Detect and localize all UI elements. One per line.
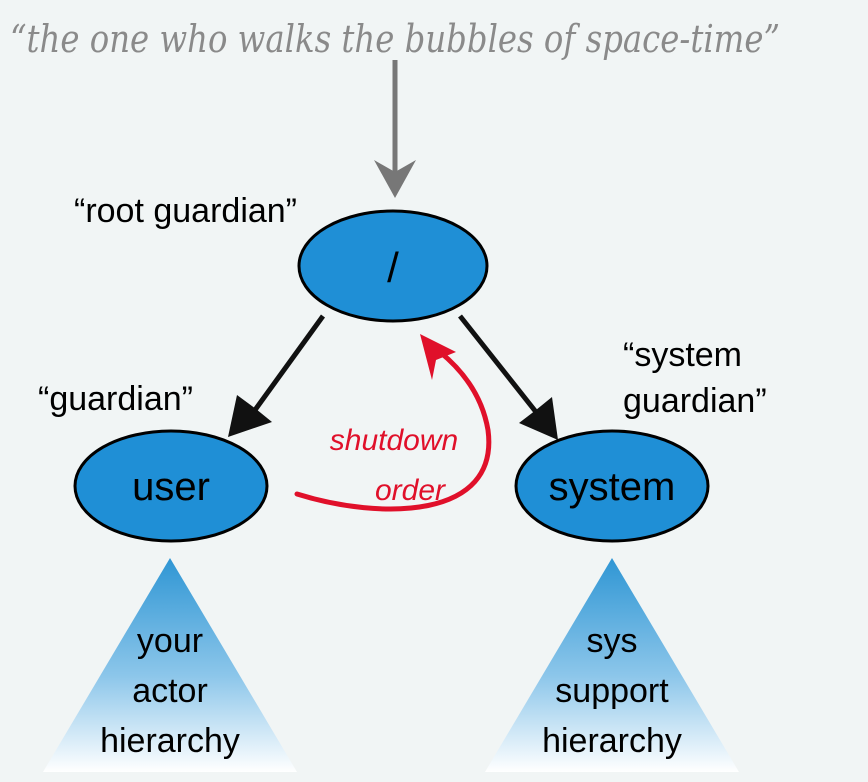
system-guardian-label: “system guardian”	[623, 336, 767, 420]
root-guardian-label: “root guardian”	[74, 192, 297, 230]
arrow-root-to-system	[458, 314, 558, 440]
user-hierarchy-line: actor	[132, 672, 208, 710]
user-node: user	[73, 429, 269, 543]
user-hierarchy-triangle: your actor hierarchy	[43, 558, 297, 772]
root-node-label: /	[387, 244, 399, 291]
system-guardian-label-line: “system	[623, 336, 742, 374]
guardian-label: “guardian”	[38, 380, 193, 418]
arrow-root-to-user	[228, 314, 326, 437]
system-guardian-label-line: guardian”	[623, 382, 767, 420]
user-hierarchy-line: your	[137, 622, 203, 660]
system-hierarchy-line: hierarchy	[542, 722, 682, 760]
root-node: /	[297, 209, 489, 323]
system-node-label: system	[549, 465, 676, 509]
user-hierarchy-line: hierarchy	[100, 722, 240, 760]
system-hierarchy-line: sys	[587, 622, 638, 660]
shutdown-order-label-line: order	[375, 474, 446, 507]
quote-text: “the one who walks the bubbles of space-…	[10, 17, 780, 61]
shutdown-order-label: shutdown order	[330, 424, 458, 507]
system-hierarchy-line: support	[555, 672, 669, 710]
shutdown-order-arrow	[294, 334, 492, 512]
entry-arrow	[374, 60, 416, 198]
system-node: system	[514, 429, 710, 543]
user-node-label: user	[132, 465, 210, 509]
system-hierarchy-triangle: sys support hierarchy	[485, 558, 739, 772]
shutdown-order-label-line: shutdown	[330, 424, 458, 457]
